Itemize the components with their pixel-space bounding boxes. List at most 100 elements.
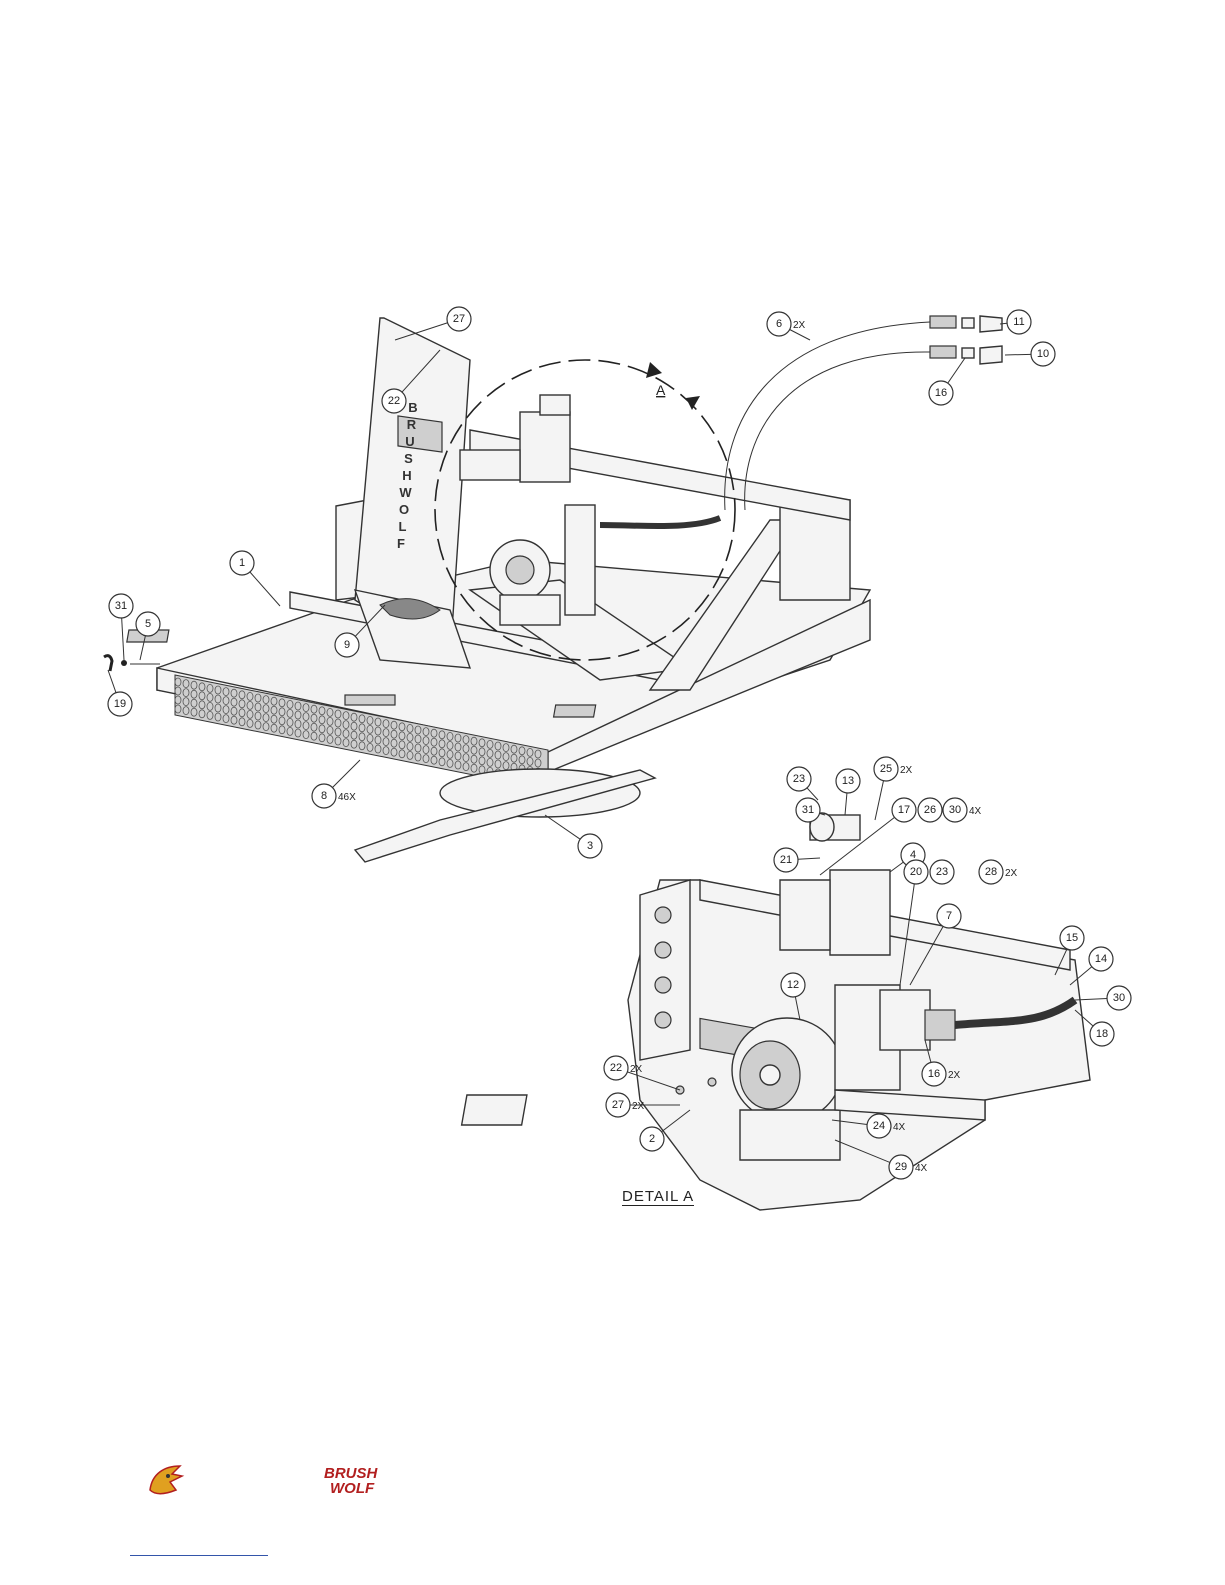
deck-pin-parts: [104, 656, 160, 671]
detail-a-label: DETAIL A: [622, 1188, 694, 1206]
callout-number: 2: [649, 1133, 655, 1145]
hydraulic-motor: [880, 990, 930, 1050]
callout-number: 3: [587, 840, 593, 852]
callout-19: 19: [108, 670, 132, 716]
callout-number: 28: [985, 866, 997, 878]
callout-quantity: 2X: [948, 1070, 961, 1081]
callout-number: 9: [344, 639, 350, 651]
callout-16: 16: [929, 358, 965, 405]
callout-number: 1: [239, 557, 245, 569]
callout-number: 16: [928, 1068, 940, 1080]
callout-leader: [845, 793, 847, 815]
callout-number: 5: [145, 618, 151, 630]
callout-quantity: 4X: [915, 1163, 928, 1174]
deflector-shield: BRUSHWOLF: [355, 318, 470, 668]
decal-letter: F: [397, 536, 405, 551]
callout-number: 27: [612, 1099, 624, 1111]
callout-number: 25: [880, 763, 892, 775]
callout-30: 30 4X: [943, 798, 982, 822]
callout-number: 27: [453, 313, 465, 325]
brushwolf-logo: BRUSH WOLF: [146, 1460, 244, 1500]
mower-deck: [127, 490, 870, 772]
callout-leader: [890, 862, 903, 872]
callout-quantity: 4X: [893, 1122, 906, 1133]
callout-number: 16: [935, 387, 947, 399]
callout-number: 31: [115, 600, 127, 612]
callout-quantity: 2X: [793, 320, 806, 331]
decal-letter: B: [408, 400, 417, 415]
callout-quantity: 2X: [630, 1064, 643, 1075]
callout-number: 24: [873, 1120, 885, 1132]
callout-number: 19: [114, 698, 126, 710]
callout-quantity: 2X: [632, 1101, 645, 1112]
callout-leader: [108, 670, 116, 693]
decal-letter: H: [402, 468, 411, 483]
callout-number: 23: [793, 773, 805, 785]
callout-31: 31: [109, 594, 133, 660]
logo-line-1: BRUSH: [324, 1466, 377, 1481]
callout-28: 28 2X: [979, 860, 1018, 884]
plate-part: [462, 1095, 527, 1125]
logo-line-2: WOLF: [330, 1481, 374, 1496]
callout-10: 10: [1005, 342, 1055, 366]
callout-number: 21: [780, 854, 792, 866]
callout-quantity: 2X: [1005, 868, 1018, 879]
callout-11: 11: [1000, 310, 1031, 334]
callout-number: 22: [610, 1062, 622, 1074]
callout-leader: [1005, 354, 1031, 355]
decal-letter: U: [405, 434, 414, 449]
callout-quantity: 2X: [900, 765, 913, 776]
callout-leader: [545, 815, 580, 839]
callout-leader: [948, 358, 965, 383]
callout-number: 6: [776, 318, 782, 330]
motor-bracket: [830, 870, 890, 955]
callout-1: 1: [230, 551, 280, 606]
callout-number: 31: [802, 804, 814, 816]
callout-6: 6 2X: [767, 312, 810, 340]
callout-number: 30: [949, 804, 961, 816]
callout-leader: [875, 781, 883, 820]
callout-number: 14: [1095, 953, 1107, 965]
decal-letter: S: [404, 451, 413, 466]
blade-carrier: [355, 769, 655, 862]
coupler-female: [980, 346, 1002, 364]
callout-number: 10: [1037, 348, 1049, 360]
callout-number: 22: [388, 395, 400, 407]
callout-leader: [798, 858, 820, 859]
callout-3: 3: [545, 815, 602, 858]
callout-leader: [250, 572, 280, 606]
callout-23: 23: [787, 767, 818, 800]
decal-letter: O: [399, 502, 409, 517]
callout-leader: [122, 618, 124, 660]
callout-number: 17: [898, 804, 910, 816]
callout-26: 26: [918, 798, 942, 822]
callout-number: 8: [321, 790, 327, 802]
coupler-male: [980, 316, 1002, 332]
callout-quantity: 46X: [338, 792, 356, 803]
callout-number: 23: [936, 866, 948, 878]
callout-leader: [332, 760, 360, 788]
callout-number: 15: [1066, 932, 1078, 944]
decal-letter: L: [399, 519, 407, 534]
callout-number: 18: [1096, 1028, 1108, 1040]
wolf-head-icon: [146, 1460, 186, 1500]
view-marker: A: [656, 382, 666, 398]
callout-30: 30: [1075, 986, 1131, 1010]
callout-number: 12: [787, 979, 799, 991]
callout-23: 23: [930, 860, 954, 884]
callout-number: 13: [842, 775, 854, 787]
footer-rule: [130, 1555, 268, 1556]
decal-letter: R: [407, 417, 417, 432]
callout-quantity: 4X: [969, 806, 982, 817]
callout-21: 21: [774, 848, 820, 872]
callout-number: 20: [910, 866, 922, 878]
callout-8: 8 46X: [312, 760, 360, 808]
callout-number: 11: [1013, 316, 1024, 328]
callout-number: 30: [1113, 992, 1125, 1004]
callout-number: 26: [924, 804, 936, 816]
decal-letter: W: [399, 485, 412, 500]
callout-number: 29: [895, 1161, 907, 1173]
callout-number: 4: [910, 849, 916, 861]
callout-13: 13: [836, 769, 860, 815]
